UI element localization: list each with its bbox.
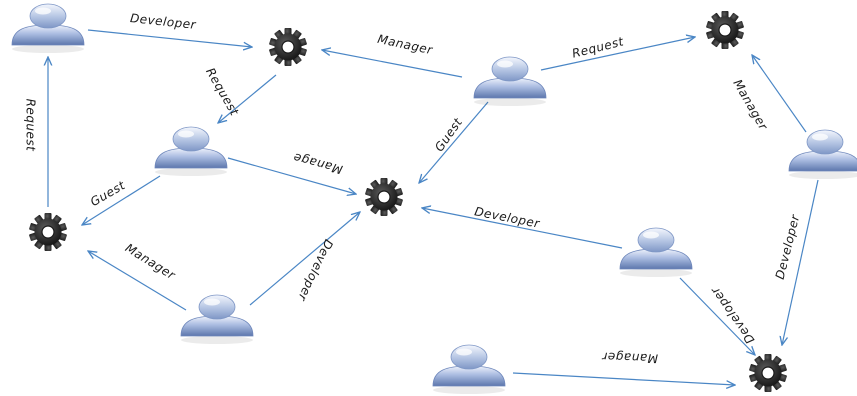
edges-layer [48,29,819,385]
edge-label-developer: Developer [473,204,541,230]
edge-arrow-u8-g5 [512,372,735,385]
edge-label-manager: Manager [376,32,434,57]
gear-icon[interactable] [365,178,403,216]
edge-arrow-u3-g2 [540,37,695,71]
edge-arrow-u3-g1 [322,50,463,78]
edge-arrow-u5-g4 [88,251,187,311]
user-icon[interactable] [619,227,693,277]
user-icon[interactable] [154,126,228,176]
edge-label-developer: Developer [708,284,758,347]
edge-arrow-u3-gc [419,101,489,183]
edge-label-developer: Developer [129,11,197,32]
edge-arrow-u1-g1 [87,29,252,47]
user-icon[interactable] [788,129,857,179]
edge-arrow-g1-u2 [218,74,277,123]
gear-icon[interactable] [706,11,744,49]
edge-arrow-u4-g2 [752,55,807,133]
edge-arrow-u4-g5 [782,179,819,345]
edge-label-guest: Guest [88,178,128,209]
edge-label-manager: Manager [601,350,658,366]
edge-label-manage: Manage [292,150,345,177]
edge-arrow-u2-gc [227,157,356,194]
edge-arrow-u2-g4 [82,175,161,225]
edge-arrow-u6-gc [422,208,623,249]
edge-label-request: Request [24,99,38,153]
user-icon[interactable] [11,3,85,53]
edge-arrow-u6-g5 [679,277,755,355]
nodes-layer [11,3,857,394]
user-icon[interactable] [432,344,506,394]
edge-arrow-u5-gc [249,212,360,306]
user-icon[interactable] [180,294,254,344]
edge-label-manager: Manager [730,77,770,133]
edge-label-developer: Developer [295,237,336,303]
edge-label-request: Request [203,65,242,118]
gear-icon[interactable] [29,213,67,251]
user-icon[interactable] [473,56,547,106]
gear-icon[interactable] [749,354,787,392]
edge-label-request: Request [571,34,626,61]
gear-icon[interactable] [269,28,307,66]
